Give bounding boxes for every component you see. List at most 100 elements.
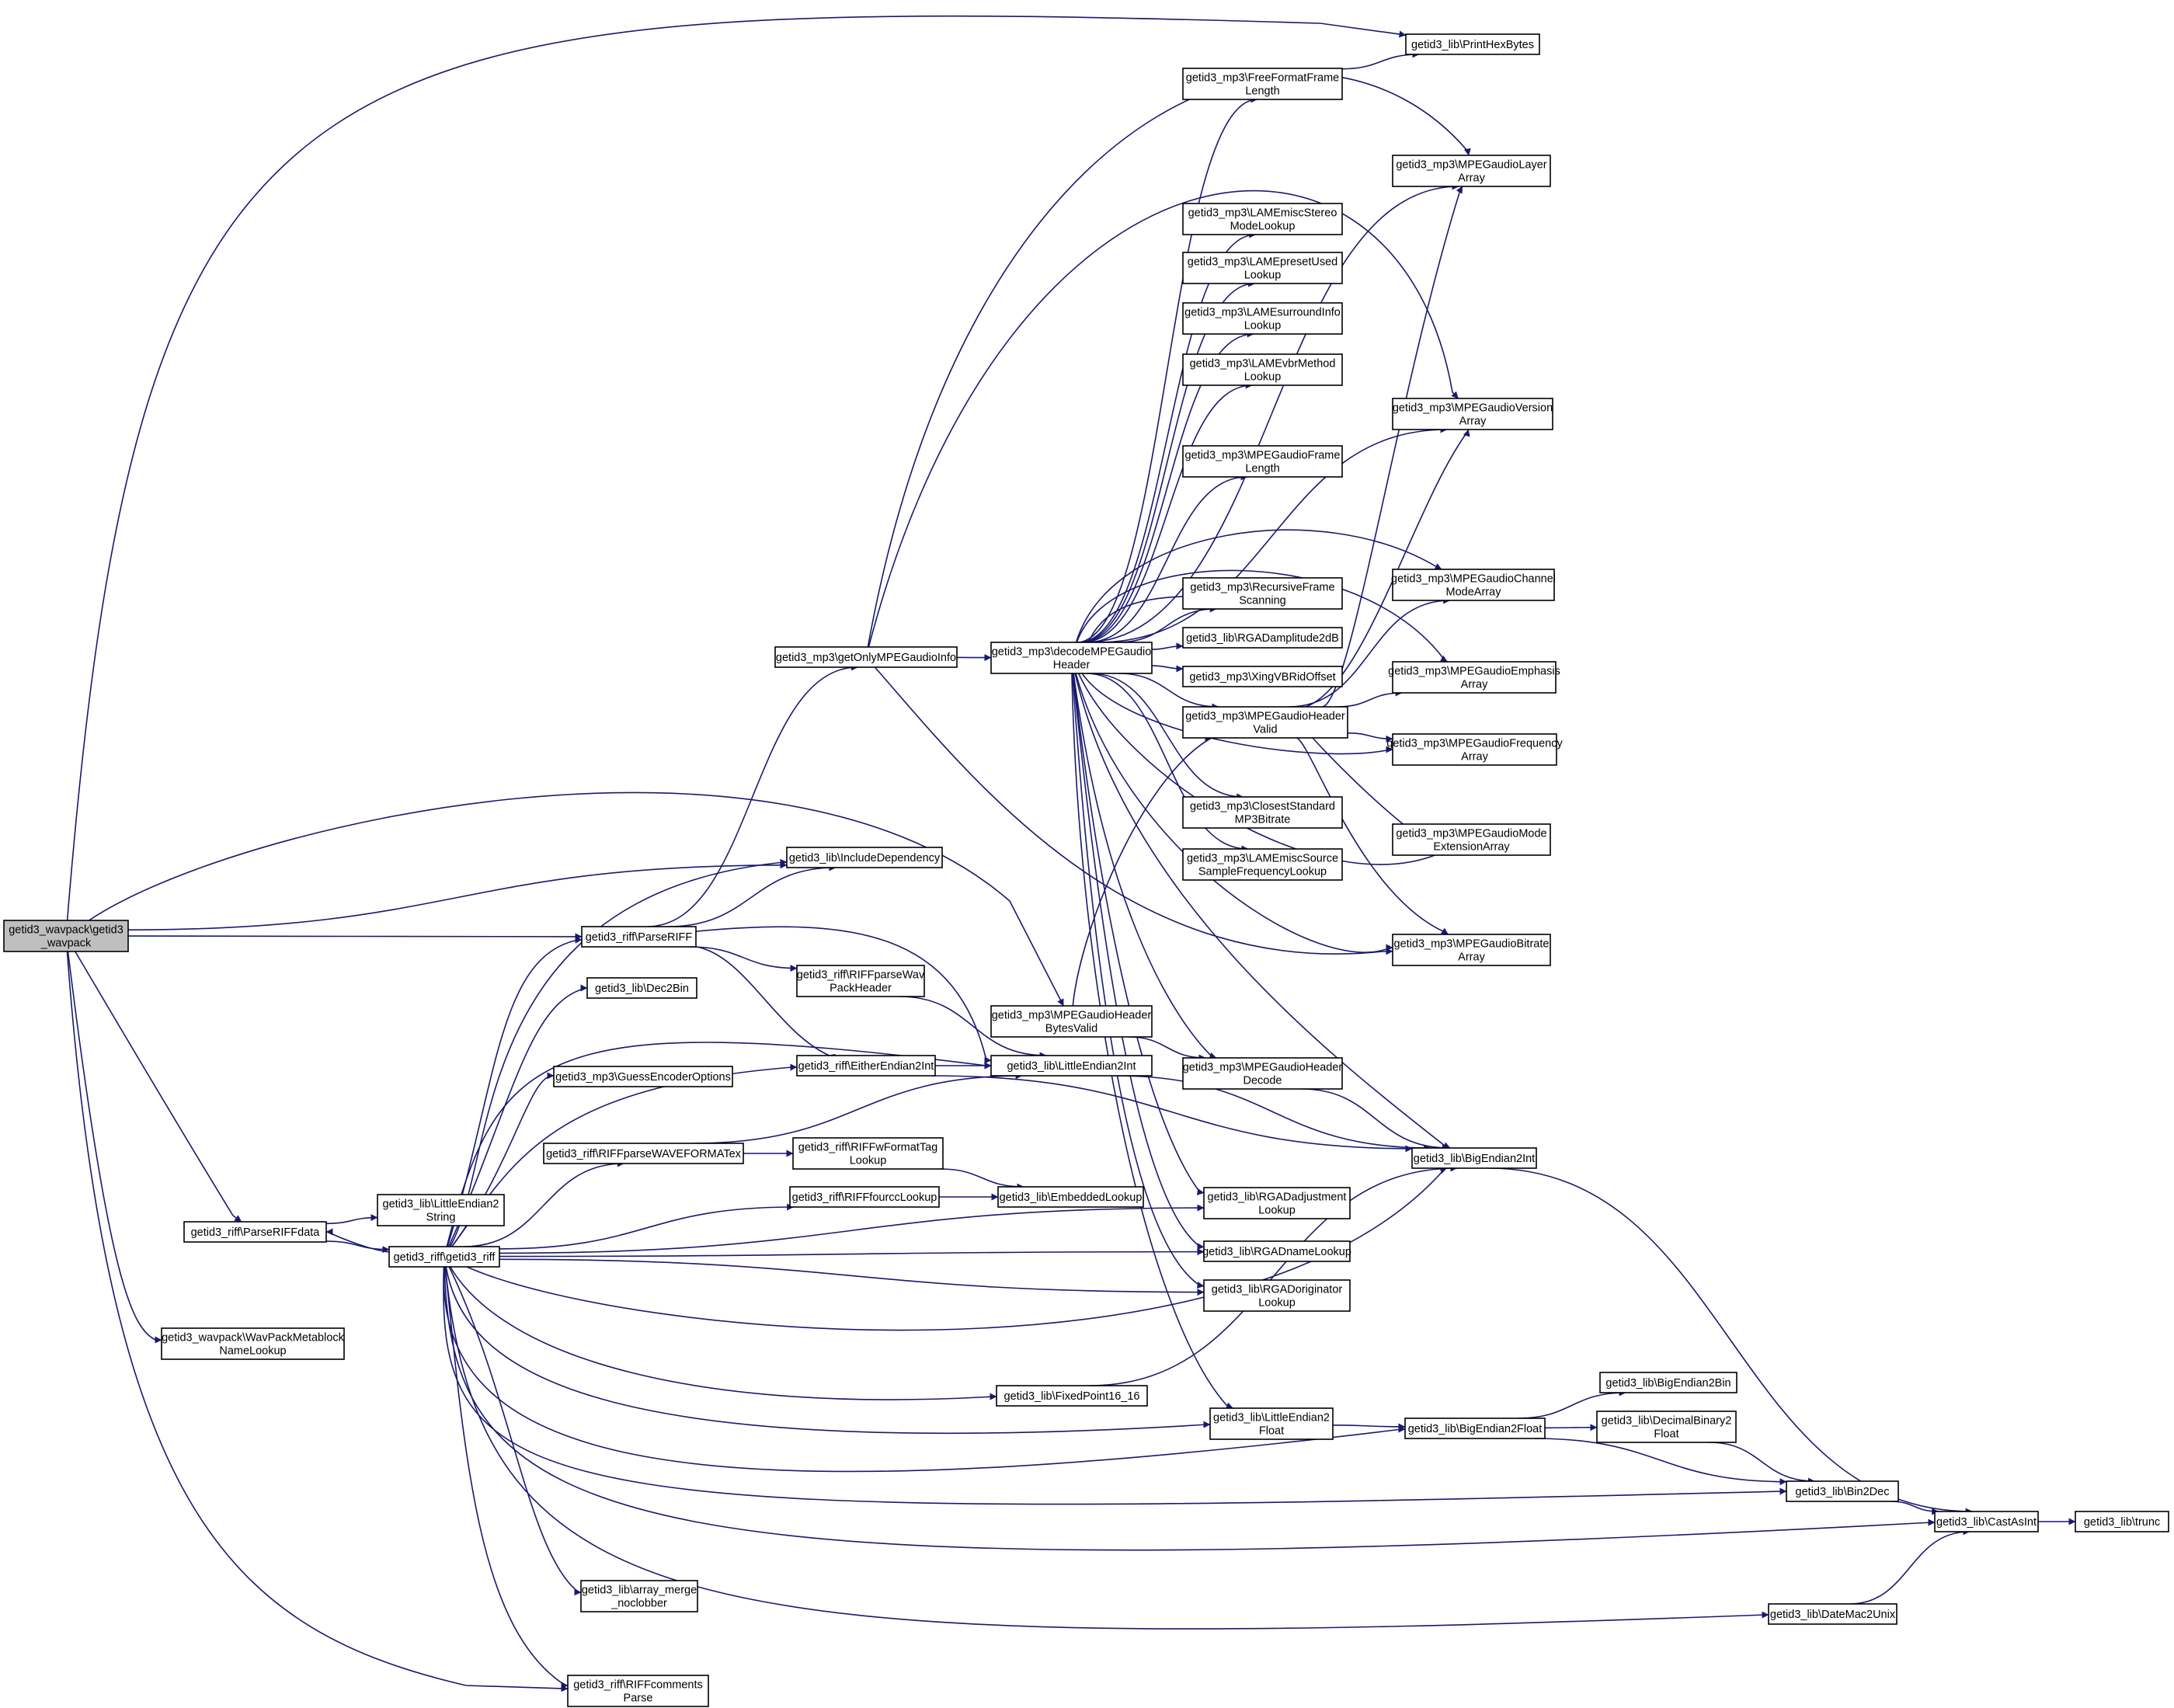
node-box xyxy=(567,1675,709,1707)
node-datemac[interactable]: getid3_lib\DateMac2Unix xyxy=(1768,1603,1897,1625)
node-guessenc[interactable]: getid3_mp3\GuessEncoderOptions xyxy=(553,1066,733,1087)
node-box xyxy=(1392,569,1555,601)
edge-decimalbinary-to-bin2dec xyxy=(1709,1442,1815,1485)
node-box xyxy=(377,1194,505,1226)
node-box xyxy=(789,1186,940,1208)
edge-parseriffdata-to-le2string xyxy=(325,1214,378,1225)
edge-wavpackheader-to-littleendianint xyxy=(899,996,1047,1059)
edge-wavpack-to-printhex xyxy=(66,15,1407,921)
node-label: getid3_mp3\MPEGaudioLayer xyxy=(1396,158,1546,171)
node-fixedpoint[interactable]: getid3_lib\FixedPoint16_16 xyxy=(996,1385,1148,1407)
node-label: getid3_lib\EmbeddedLookup xyxy=(1000,1191,1143,1204)
edge-headervalid-to-bitrate xyxy=(1296,737,1449,935)
node-lamesource[interactable]: getid3_mp3\LAMEmiscSourceSampleFrequency… xyxy=(1182,848,1343,881)
node-fourcc[interactable]: getid3_riff\RIFFfourccLookup xyxy=(789,1186,940,1208)
node-includedep[interactable]: getid3_lib\IncludeDependency xyxy=(786,847,943,868)
node-waveformatex[interactable]: getid3_riff\RIFFparseWAVEFORMATex xyxy=(543,1143,744,1164)
node-label: getid3_lib\LittleEndian2Int xyxy=(1007,1060,1136,1073)
node-label: getid3_lib\RGADnameLookup xyxy=(1202,1246,1351,1258)
node-box xyxy=(1934,1511,2039,1532)
node-metablock[interactable]: getid3_wavpack\WavPackMetablockNameLooku… xyxy=(161,1327,345,1360)
node-getonly[interactable]: getid3_mp3\getOnlyMPEGaudioInfo xyxy=(774,646,958,668)
node-parseriffdata[interactable]: getid3_riff\ParseRIFFdata xyxy=(183,1221,327,1243)
node-rgaamp[interactable]: getid3_lib\RGADamplitude2dB xyxy=(1182,627,1343,649)
edge-getid3riff-to-rgaorig xyxy=(499,1258,1205,1296)
node-layer: getid3_wavpack\getid3_wavpack getid3_lib\… xyxy=(3,33,2169,1707)
node-rganame[interactable]: getid3_lib\RGADnameLookup xyxy=(1202,1240,1351,1262)
node-box xyxy=(990,1005,1153,1038)
edge-decode-to-xing xyxy=(1151,665,1184,673)
node-box xyxy=(1209,1407,1334,1440)
edge-getid3riff-to-fourcc xyxy=(499,1203,795,1250)
edge-decode-to-bitrate xyxy=(1075,673,1393,953)
node-bigendianint[interactable]: getid3_lib\BigEndian2Int xyxy=(1411,1147,1537,1169)
node-castasint[interactable]: getid3_lib\CastAsInt xyxy=(1934,1511,2039,1532)
node-xing[interactable]: getid3_mp3\XingVBRidOffset xyxy=(1182,666,1343,687)
node-label: getid3_mp3\ClosestStandard xyxy=(1190,800,1335,812)
node-label: getid3_lib\DateMac2Unix xyxy=(1770,1609,1896,1621)
node-label: getid3_lib\BigEndian2Float xyxy=(1408,1423,1543,1435)
node-box xyxy=(774,646,958,668)
edge-getid3riff-to-parseriffdata xyxy=(325,1228,390,1253)
edge-decode-to-versionarray xyxy=(1097,426,1448,643)
node-littleendianint[interactable]: getid3_lib\LittleEndian2Int xyxy=(990,1055,1153,1077)
node-bigendianbin[interactable]: getid3_lib\BigEndian2Bin xyxy=(1599,1372,1737,1393)
edge-getid3riff-to-befloat xyxy=(443,1266,1406,1473)
node-box xyxy=(1182,706,1348,739)
node-label: getid3_mp3\MPEGaudioHeader xyxy=(992,1009,1152,1021)
edge-getid3riff-to-dec2bin xyxy=(448,984,588,1247)
node-label: Float xyxy=(1259,1424,1284,1437)
edge-decode-to-channelmode xyxy=(1075,529,1442,643)
edge-getonly-to-versionarray xyxy=(868,190,1459,648)
node-dec2bin[interactable]: getid3_lib\Dec2Bin xyxy=(586,977,697,999)
node-befloat[interactable]: getid3_lib\BigEndian2Float xyxy=(1404,1418,1546,1439)
edge-decode-to-layerarray xyxy=(1084,183,1459,643)
node-arraymerge[interactable]: getid3_lib\array_merge_noclobber xyxy=(580,1580,698,1612)
node-parseriff[interactable]: getid3_riff\ParseRIFF xyxy=(581,926,697,948)
node-label: _noclobber xyxy=(610,1597,667,1609)
node-label: getid3_lib\BigEndian2Int xyxy=(1414,1153,1535,1165)
node-wavpack[interactable]: getid3_wavpack\getid3_wavpack xyxy=(3,920,129,952)
node-bin2dec[interactable]: getid3_lib\Bin2Dec xyxy=(1786,1480,1899,1502)
edge-parseriffdata-to-getid3riff xyxy=(325,1240,390,1254)
node-eitherendian[interactable]: getid3_riff\EitherEndian2Int xyxy=(796,1055,936,1077)
node-label: getid3_mp3\MPEGaudioFrame xyxy=(1185,449,1341,461)
node-printhex[interactable]: getid3_lib\PrintHexBytes xyxy=(1405,33,1540,55)
node-embedded[interactable]: getid3_lib\EmbeddedLookup xyxy=(997,1186,1144,1208)
node-label: getid3_lib\Dec2Bin xyxy=(595,983,689,995)
node-label: getid3_mp3\LAMEmiscStereo xyxy=(1188,207,1337,219)
edge-decode-to-bigendianint xyxy=(1074,673,1451,1149)
node-trunc[interactable]: getid3_lib\trunc xyxy=(2075,1511,2169,1532)
node-getid3riff[interactable]: getid3_riff\getid3_riff xyxy=(388,1246,500,1268)
edge-wformattag-to-embedded xyxy=(940,1168,1024,1191)
edge-decode-to-framelength xyxy=(1086,473,1248,643)
node-label: getid3_mp3\LAMEsurroundInfo xyxy=(1184,306,1341,318)
